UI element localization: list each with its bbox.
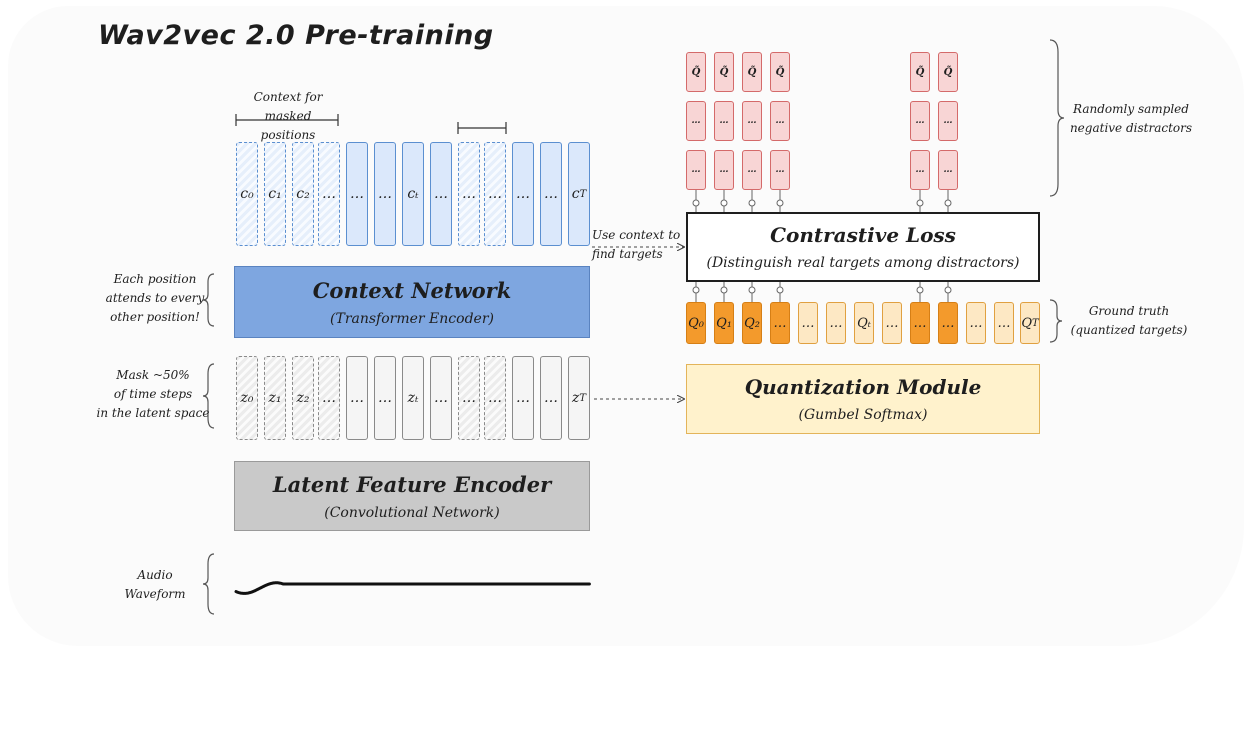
negative-distractor-5-2: … [938, 150, 958, 190]
context-token-5: … [374, 142, 396, 246]
ground-truth-token-7: … [882, 302, 902, 344]
context-token-11: … [540, 142, 562, 246]
contrastive-loss-title: Contrastive Loss [770, 223, 956, 247]
loss-connectors [692, 190, 952, 302]
negative-distractor-2-1: … [742, 101, 762, 141]
context-network-subtitle: (Transformer Encoder) [330, 310, 494, 327]
context-token-4: … [346, 142, 368, 246]
diagram-title: Wav2vec 2.0 Pre-training [98, 20, 494, 51]
latent-token-10: … [512, 356, 534, 440]
latent-token-5: … [374, 356, 396, 440]
negative-distractor-3-2: … [770, 150, 790, 190]
negatives-brace [1049, 39, 1065, 197]
context-token-2: c₂ [292, 142, 314, 246]
negative-distractor-5-1: … [938, 101, 958, 141]
ground-truth-token-3: … [770, 302, 790, 344]
contrastive-loss-subtitle: (Distinguish real targets among distract… [706, 255, 1020, 271]
ground-truth-token-1: Q₁ [714, 302, 734, 344]
negative-distractor-4-2: … [910, 150, 930, 190]
context-token-8: … [458, 142, 480, 246]
ground-truth-brace [1049, 299, 1063, 343]
ground-truth-token-4: … [798, 302, 818, 344]
context-token-7: … [430, 142, 452, 246]
negative-distractor-1-1: … [714, 101, 734, 141]
negative-distractor-0-0: Q̃ [686, 52, 706, 92]
latent-token-6: zₜ [402, 356, 424, 440]
ground-truth-token-0: Q₀ [686, 302, 706, 344]
latent-token-0: z₀ [236, 356, 258, 440]
negative-distractor-4-1: … [910, 101, 930, 141]
negative-distractor-1-0: Q̃ [714, 52, 734, 92]
ground-truth-token-8: … [910, 302, 930, 344]
quantization-box: Quantization Module (Gumbel Softmax) [686, 364, 1040, 434]
latent-token-1: z₁ [264, 356, 286, 440]
latent-token-8: … [458, 356, 480, 440]
ground-truth-token-11: … [994, 302, 1014, 344]
ground-truth-token-10: … [966, 302, 986, 344]
latent-token-7: … [430, 356, 452, 440]
ground-truth-token-2: Q₂ [742, 302, 762, 344]
negative-distractor-0-2: … [686, 150, 706, 190]
context-token-10: … [512, 142, 534, 246]
quantization-subtitle: (Gumbel Softmax) [798, 407, 928, 423]
negative-distractor-3-1: … [770, 101, 790, 141]
context-token-1: c₁ [264, 142, 286, 246]
contrastive-loss-box: Contrastive Loss (Distinguish real targe… [686, 212, 1040, 282]
second-masked-bracket [457, 122, 507, 134]
context-token-0: c₀ [236, 142, 258, 246]
context-network-box: Context Network (Transformer Encoder) [234, 266, 590, 338]
latent-token-2: z₂ [292, 356, 314, 440]
negative-distractor-0-1: … [686, 101, 706, 141]
latent-encoder-title: Latent Feature Encoder [272, 471, 552, 497]
mask-brace [202, 363, 215, 429]
ground-truth-token-6: Qₜ [854, 302, 874, 344]
audio-brace [202, 553, 215, 615]
context-token-9: … [484, 142, 506, 246]
latent-encoder-subtitle: (Convolutional Network) [324, 504, 500, 521]
negative-distractor-5-0: Q̃ [938, 52, 958, 92]
attends-brace [202, 273, 215, 327]
context-token-3: … [318, 142, 340, 246]
latent-token-3: … [318, 356, 340, 440]
negative-distractor-2-2: … [742, 150, 762, 190]
negative-distractor-3-0: Q̃ [770, 52, 790, 92]
quantization-title: Quantization Module [744, 375, 982, 399]
latent-token-4: … [346, 356, 368, 440]
latent-token-9: … [484, 356, 506, 440]
ground-truth-token-5: … [826, 302, 846, 344]
context-token-6: cₜ [402, 142, 424, 246]
negative-distractor-1-2: … [714, 150, 734, 190]
context-network-title: Context Network [312, 277, 512, 303]
latent-encoder-box: Latent Feature Encoder (Convolutional Ne… [234, 461, 590, 531]
ground-truth-token-9: … [938, 302, 958, 344]
negative-distractor-4-0: Q̃ [910, 52, 930, 92]
negative-distractor-2-0: Q̃ [742, 52, 762, 92]
ground-truth-note: Ground truth(quantized targets) [1070, 304, 1188, 337]
latent-token-11: … [540, 356, 562, 440]
audio-waveform [234, 581, 591, 595]
context-masked-bracket [235, 114, 339, 126]
